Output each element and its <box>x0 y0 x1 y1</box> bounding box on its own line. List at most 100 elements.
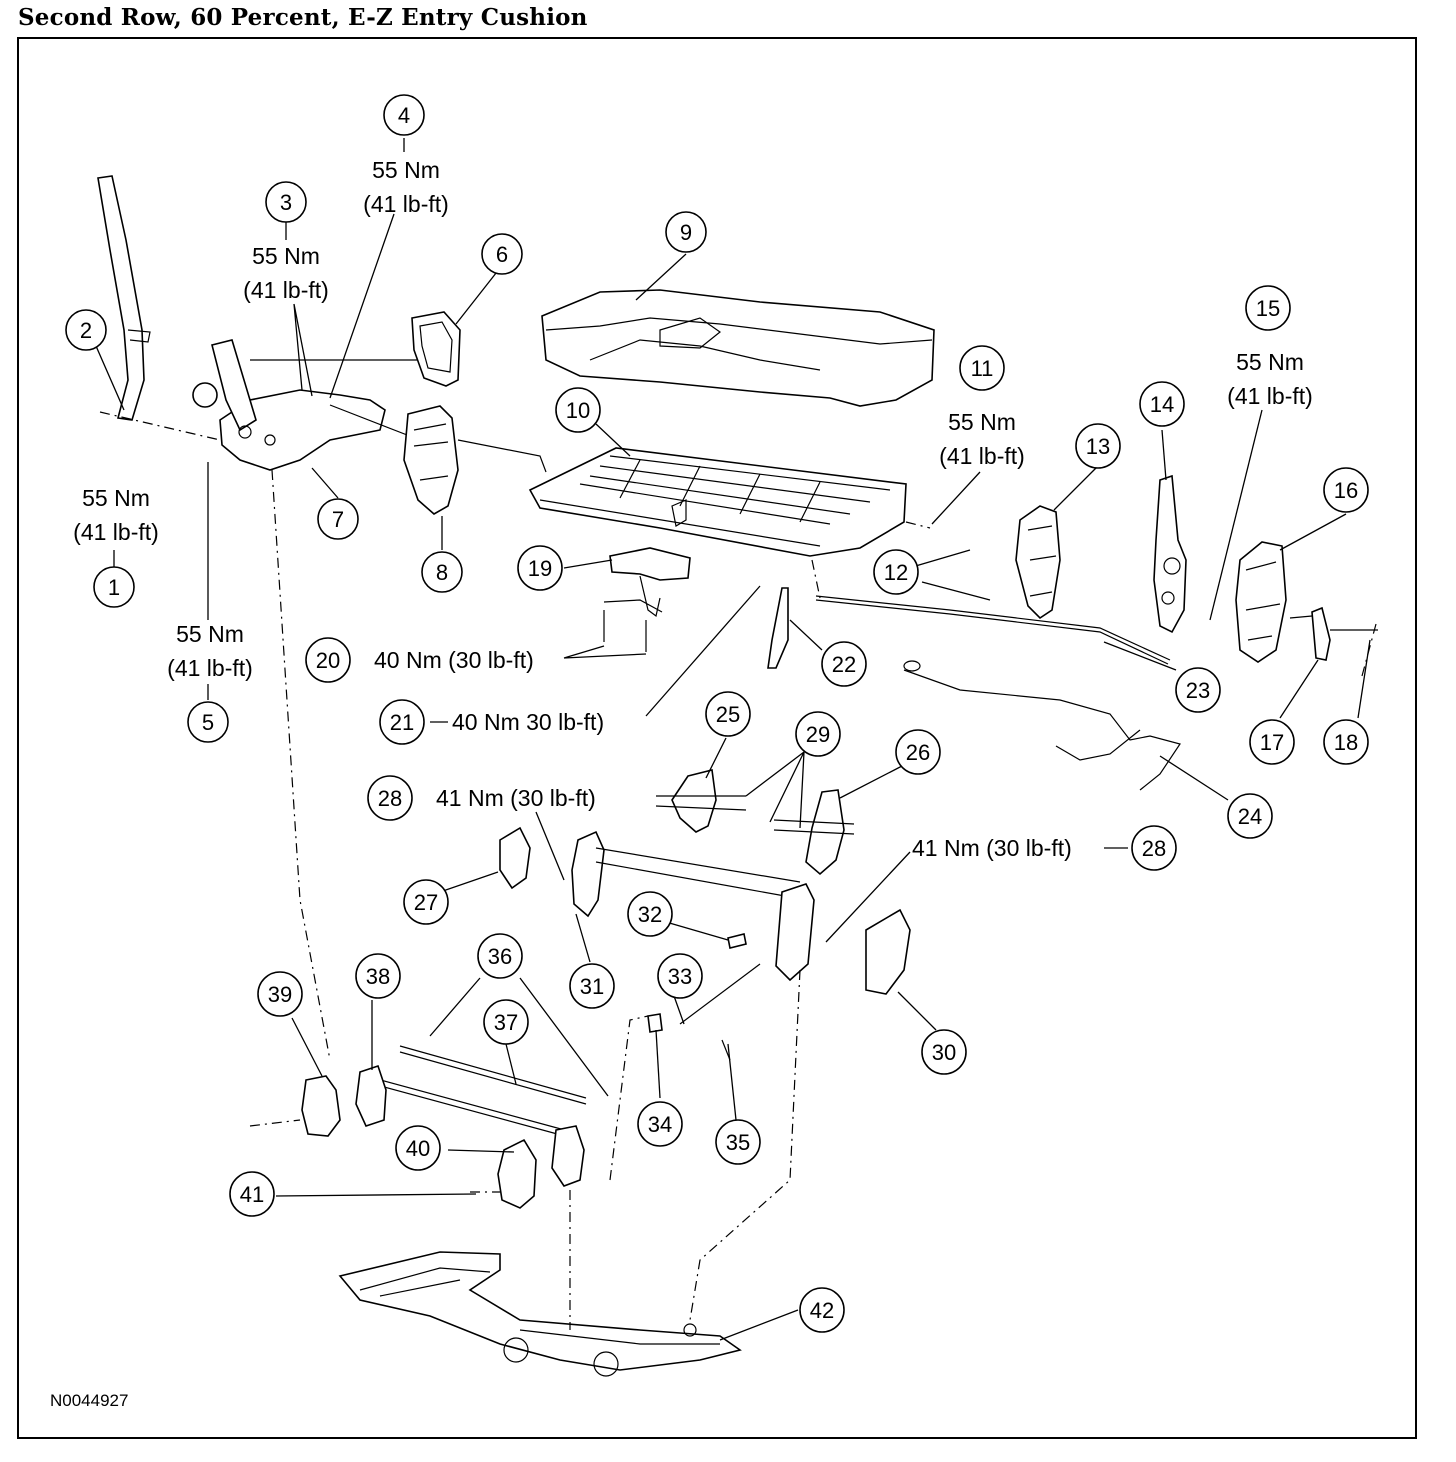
callout-5: 5 <box>187 701 229 743</box>
callout-17: 17 <box>1249 719 1295 765</box>
svg-text:27: 27 <box>414 890 438 915</box>
part-34-pin <box>647 1013 663 1033</box>
callout-14: 14 <box>1139 381 1185 427</box>
svg-text:17: 17 <box>1260 730 1284 755</box>
part-9-seat-cushion <box>541 289 935 407</box>
part-25-hinge-bracket <box>671 769 717 833</box>
svg-text:8: 8 <box>436 560 448 585</box>
callout-1: 1 <box>93 566 135 608</box>
callout-22: 22 <box>821 641 867 687</box>
svg-text:41: 41 <box>240 1182 264 1207</box>
svg-text:25: 25 <box>716 702 740 727</box>
svg-text:31: 31 <box>580 974 604 999</box>
svg-text:(41 lb-ft): (41 lb-ft) <box>939 443 1025 469</box>
callout-42: 42 <box>799 1287 845 1333</box>
svg-text:(41 lb-ft): (41 lb-ft) <box>167 655 253 681</box>
part-8-side-shield <box>403 405 459 515</box>
svg-text:20: 20 <box>316 648 340 673</box>
svg-text:55 Nm: 55 Nm <box>1236 349 1304 375</box>
svg-text:42: 42 <box>810 1298 834 1323</box>
svg-text:23: 23 <box>1186 678 1210 703</box>
callout-25: 25 <box>705 691 751 737</box>
svg-text:(41 lb-ft): (41 lb-ft) <box>363 191 449 217</box>
torque-label-3: 55 Nm (41 lb-ft) <box>243 243 329 303</box>
svg-text:9: 9 <box>680 220 692 245</box>
part-39-latch-plate <box>301 1075 341 1137</box>
part-14-latch <box>1153 474 1187 634</box>
svg-text:22: 22 <box>832 652 856 677</box>
callout-8: 8 <box>421 551 463 593</box>
callout-10: 10 <box>555 387 601 433</box>
part-13-side-bracket <box>1015 505 1061 620</box>
callout-28b: 28 <box>1131 825 1177 871</box>
torque-label-20: 40 Nm (30 lb-ft) <box>374 647 534 673</box>
part-31-front-riser <box>571 830 605 918</box>
callout-32: 32 <box>627 891 673 937</box>
svg-text:37: 37 <box>494 1010 518 1035</box>
svg-text:24: 24 <box>1238 804 1262 829</box>
callout-24: 24 <box>1227 793 1273 839</box>
svg-text:14: 14 <box>1150 392 1174 417</box>
callout-20: 20 <box>305 637 351 683</box>
svg-text:38: 38 <box>366 964 390 989</box>
svg-text:(41 lb-ft): (41 lb-ft) <box>1227 383 1313 409</box>
svg-text:1: 1 <box>108 575 120 600</box>
svg-text:39: 39 <box>268 982 292 1007</box>
part-22-gas-strut <box>767 587 789 669</box>
part-17-striker <box>1311 606 1331 661</box>
callout-37: 37 <box>483 999 529 1045</box>
callout-13: 13 <box>1075 423 1121 469</box>
svg-text:5: 5 <box>202 710 214 735</box>
callout-12: 12 <box>873 549 919 595</box>
part-40-latch-plate <box>497 1138 537 1209</box>
svg-text:(41 lb-ft): (41 lb-ft) <box>73 519 159 545</box>
svg-text:6: 6 <box>496 242 508 267</box>
svg-text:36: 36 <box>488 944 512 969</box>
callout-26: 26 <box>895 729 941 775</box>
svg-text:35: 35 <box>726 1130 750 1155</box>
torque-label-21: 40 Nm 30 lb-ft) <box>452 709 604 735</box>
diagram-title: Second Row, 60 Percent, E-Z Entry Cushio… <box>18 4 588 31</box>
part-10-cushion-frame <box>528 447 907 557</box>
part-42-base-plate <box>338 1251 742 1371</box>
svg-text:15: 15 <box>1256 296 1280 321</box>
torque-label-4: 55 Nm (41 lb-ft) <box>363 157 449 217</box>
part-27-riser-bracket <box>499 826 531 890</box>
svg-text:55 Nm: 55 Nm <box>252 243 320 269</box>
svg-text:55 Nm: 55 Nm <box>372 157 440 183</box>
torque-label-5: 55 Nm (41 lb-ft) <box>167 621 253 681</box>
torque-label-11: 55 Nm (41 lb-ft) <box>939 409 1025 469</box>
callout-7: 7 <box>317 498 359 540</box>
svg-text:18: 18 <box>1334 730 1358 755</box>
part-37-cross-bar <box>399 1045 587 1105</box>
torque-label-28b: 41 Nm (30 lb-ft) <box>912 835 1072 861</box>
callout-11: 11 <box>959 345 1005 391</box>
callout-27: 27 <box>403 879 449 925</box>
torque-label-28a: 41 Nm (30 lb-ft) <box>436 785 596 811</box>
part-23-release-cable <box>815 595 1171 661</box>
callout-31: 31 <box>569 963 615 1009</box>
svg-text:28: 28 <box>378 786 402 811</box>
part-19-release-handle <box>609 547 691 581</box>
callout-23: 23 <box>1175 667 1221 713</box>
callout-36: 36 <box>477 933 523 979</box>
part-35-clip <box>721 1039 731 1061</box>
svg-text:3: 3 <box>280 190 292 215</box>
callout-19: 19 <box>517 545 563 591</box>
callout-9: 9 <box>665 211 707 253</box>
callout-34: 34 <box>637 1101 683 1147</box>
part-32-pin <box>727 933 747 949</box>
svg-text:30: 30 <box>932 1040 956 1065</box>
part-24-link-rod <box>903 669 1181 791</box>
svg-text:21: 21 <box>390 710 414 735</box>
part-6-trim-cover <box>411 311 461 387</box>
svg-text:16: 16 <box>1334 478 1358 503</box>
svg-text:13: 13 <box>1086 434 1110 459</box>
svg-text:19: 19 <box>528 556 552 581</box>
part-16-outboard-trim <box>1235 541 1287 663</box>
callout-39: 39 <box>257 971 303 1017</box>
callout-40: 40 <box>395 1125 441 1171</box>
svg-text:33: 33 <box>668 964 692 989</box>
callout-33: 33 <box>657 953 703 999</box>
callout-28a: 28 <box>367 775 413 821</box>
